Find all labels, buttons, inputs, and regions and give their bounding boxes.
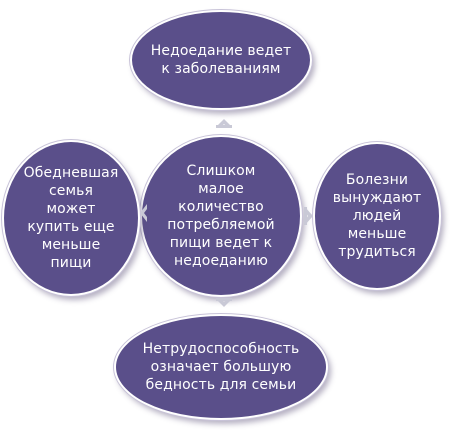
arrow-right-icon bbox=[304, 205, 316, 227]
node-left: Обедневшая семья может купить еще меньше… bbox=[2, 140, 140, 296]
node-right: Болезни вынуждают людей меньше трудиться bbox=[313, 142, 441, 290]
node-top: Недоедание ведет к заболеваниям bbox=[130, 10, 312, 110]
node-top-label: Недоедание ведет к заболеваниям bbox=[150, 43, 292, 77]
node-bottom-label: Нетрудоспособность означает большую бедн… bbox=[142, 341, 300, 393]
arrow-down-icon bbox=[214, 298, 234, 310]
node-bottom: Нетрудоспособность означает большую бедн… bbox=[114, 314, 328, 420]
node-left-label: Обедневшая семья может купить еще меньше… bbox=[23, 165, 119, 271]
arrow-left-icon bbox=[138, 202, 148, 224]
node-center: Слишком малое количество потребляемой пи… bbox=[140, 135, 302, 297]
node-center-label: Слишком малое количество потребляемой пи… bbox=[167, 163, 275, 269]
node-right-label: Болезни вынуждают людей меньше трудиться bbox=[332, 172, 422, 260]
arrow-up-icon bbox=[214, 116, 234, 128]
